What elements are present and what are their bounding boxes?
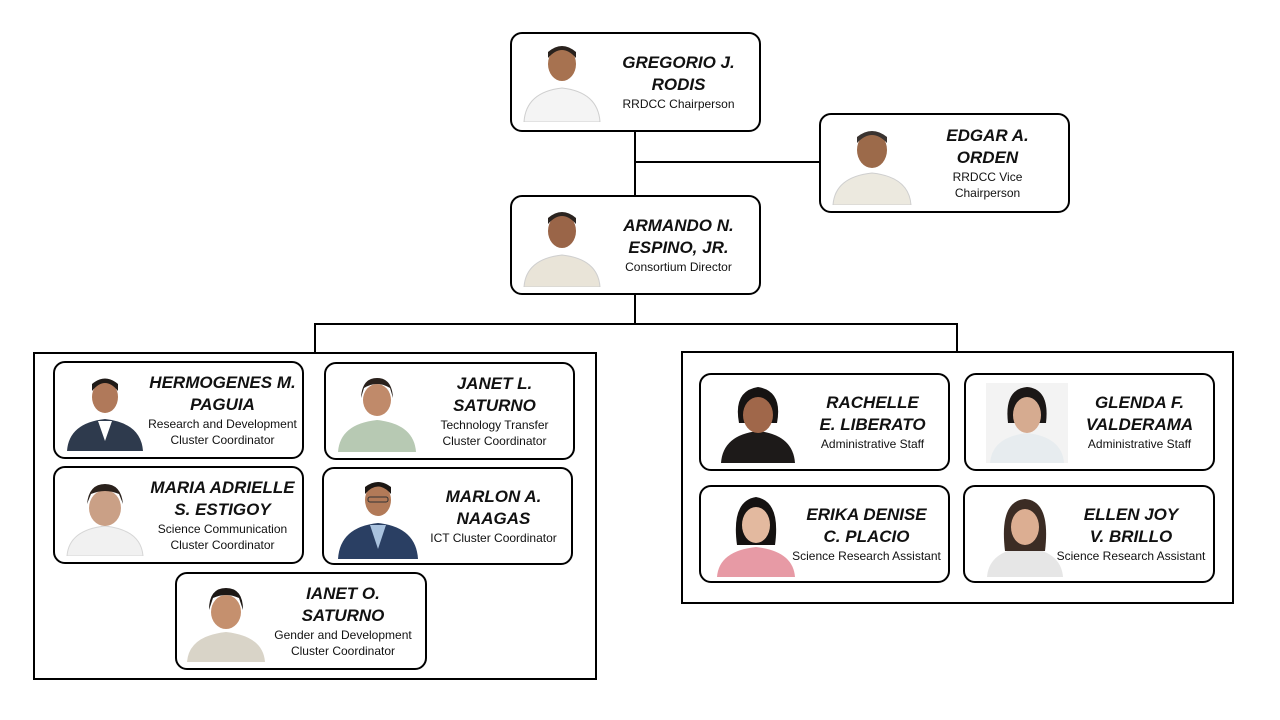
person-name: MARIA ADRIELLE S. ESTIGOY: [150, 478, 295, 519]
person-card-research-assistant-1[interactable]: ERIKA DENISE C. PLACIO Science Research …: [699, 485, 950, 583]
connector-horizontal-bus: [314, 323, 958, 325]
portrait-photo: [831, 123, 913, 205]
person-role: Consortium Director: [625, 260, 732, 274]
person-card-admin-staff-2[interactable]: GLENDA F. VALDERAMA Administrative Staff: [964, 373, 1215, 471]
person-role: Science Communication Cluster Coordinato…: [157, 522, 288, 552]
connector-right-drop: [956, 323, 958, 353]
portrait-photo: [336, 372, 418, 452]
person-name: ERIKA DENISE C. PLACIO: [806, 505, 927, 546]
connector-vice: [634, 161, 821, 163]
portrait-photo: [65, 371, 145, 451]
person-role: RRDCC Vice Chairperson: [952, 170, 1023, 200]
person-card-research-assistant-2[interactable]: ELLEN JOY V. BRILLO Science Research Ass…: [963, 485, 1215, 583]
portrait-photo: [717, 383, 799, 463]
person-name: MARLON A. NAAGAS: [445, 487, 542, 528]
person-card-chairperson[interactable]: GREGORIO J. RODIS RRDCC Chairperson: [510, 32, 761, 132]
person-name: ARMANDO N. ESPINO, JR.: [623, 216, 734, 257]
staff-group: [681, 351, 1234, 604]
person-name: RACHELLE E. LIBERATO: [819, 393, 926, 434]
connector-director-down: [634, 294, 636, 325]
person-role: Administrative Staff: [820, 437, 925, 451]
portrait-photo: [65, 476, 145, 556]
person-name: GLENDA F. VALDERAMA: [1085, 393, 1194, 434]
portrait-photo: [185, 582, 267, 662]
portrait-photo: [520, 40, 604, 122]
person-role: Gender and Development Cluster Coordinat…: [274, 628, 412, 658]
person-role: Science Research Assistant: [1056, 549, 1206, 563]
portrait-photo: [713, 493, 799, 577]
person-card-techtransfer-coordinator[interactable]: JANET L. SATURNO Technology Transfer Clu…: [324, 362, 575, 460]
portrait-photo: [983, 495, 1067, 577]
person-card-ict-coordinator[interactable]: MARLON A. NAAGAS ICT Cluster Coordinator: [322, 467, 573, 565]
person-role: Technology Transfer Cluster Coordinator: [440, 418, 549, 448]
person-role: ICT Cluster Coordinator: [430, 531, 557, 545]
portrait-photo: [986, 383, 1068, 463]
person-role: RRDCC Chairperson: [622, 97, 735, 111]
person-card-admin-staff-1[interactable]: RACHELLE E. LIBERATO Administrative Staf…: [699, 373, 950, 471]
person-card-vice-chairperson[interactable]: EDGAR A. ORDEN RRDCC Vice Chairperson: [819, 113, 1070, 213]
person-card-rnd-coordinator[interactable]: HERMOGENES M. PAGUIA Research and Develo…: [53, 361, 304, 459]
person-name: JANET L. SATURNO: [453, 374, 536, 415]
person-card-consortium-director[interactable]: ARMANDO N. ESPINO, JR. Consortium Direct…: [510, 195, 761, 295]
person-role: Administrative Staff: [1087, 437, 1192, 451]
portrait-photo: [336, 475, 420, 559]
person-name: IANET O. SATURNO: [301, 584, 385, 625]
person-role: Science Research Assistant: [792, 549, 941, 563]
cluster-coordinators-group: [33, 352, 597, 680]
person-role: Research and Development Cluster Coordin…: [148, 417, 297, 447]
person-name: GREGORIO J. RODIS: [622, 53, 735, 94]
portrait-photo: [520, 205, 604, 287]
person-card-scicomm-coordinator[interactable]: MARIA ADRIELLE S. ESTIGOY Science Commun…: [53, 466, 304, 564]
connector-left-drop: [314, 323, 316, 354]
person-name: ELLEN JOY V. BRILLO: [1083, 505, 1179, 546]
person-name: HERMOGENES M. PAGUIA: [149, 373, 296, 414]
person-name: EDGAR A. ORDEN: [946, 126, 1029, 167]
person-card-gad-coordinator[interactable]: IANET O. SATURNO Gender and Development …: [175, 572, 427, 670]
connector-chair-director: [634, 131, 636, 197]
